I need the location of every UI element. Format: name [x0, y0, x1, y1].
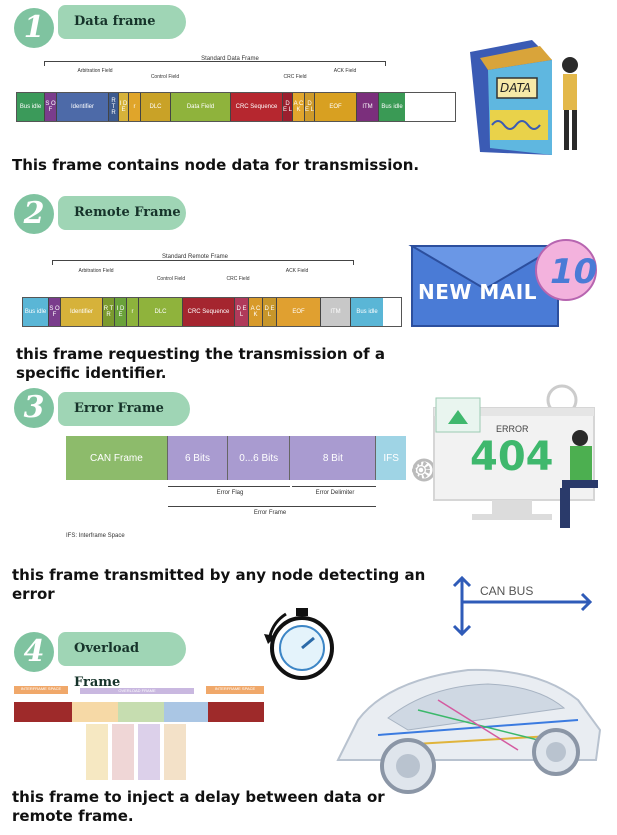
overload-top-bar-left: INTERFRAME SPACE: [14, 686, 68, 694]
remote_frame-segment: DLC: [139, 298, 183, 326]
car-illustration: [336, 668, 602, 794]
remote_frame-segment: D E L: [263, 298, 277, 326]
error-seg-0-6-bits: 0...6 Bits: [228, 436, 291, 480]
data_frame-segment: DLC: [141, 93, 171, 121]
section-title-remote-frame: Remote Frame: [58, 196, 186, 230]
overload-seg-2: [72, 702, 118, 722]
data_frame-segment: S O F: [45, 93, 57, 121]
section-number-4: 4: [14, 632, 54, 672]
error-seg-8-bit: 8 Bit: [290, 436, 377, 480]
can-bus-arrows: [452, 575, 593, 637]
section-title-overload-frame: Overload Frame: [58, 632, 186, 690]
data_frame-segment: Data Field: [171, 93, 231, 121]
remote-frame-group-arbitration: Arbitration Field: [78, 268, 114, 274]
overload-seg-1: [14, 702, 72, 722]
remote-frame-group-control: Control Field: [156, 276, 186, 282]
data-frame-header-bracket: [44, 61, 386, 66]
data_frame-segment: I D E: [119, 93, 129, 121]
data_frame-segment: Bus idle: [17, 93, 45, 121]
error-frame-diagram: CAN Frame 6 Bits 0...6 Bits 8 Bit IFS: [66, 436, 406, 480]
data_frame-segment: EOF: [315, 93, 357, 121]
data_frame-segment: CRC Sequence: [231, 93, 283, 121]
error-word: ERROR: [496, 424, 529, 434]
overload-sub-col-4: [164, 724, 186, 780]
data_frame-segment: A C K: [293, 93, 305, 121]
remote-frame-group-ack: ACK Field: [285, 268, 309, 274]
error-seg-can-frame: CAN Frame: [66, 436, 168, 480]
book-illustration: [470, 40, 578, 155]
remote_frame-segment: Identifier: [61, 298, 103, 326]
section-number-3: 3: [14, 388, 54, 428]
section-title-error-frame: Error Frame: [58, 392, 190, 426]
remote_frame-segment: I D E: [115, 298, 127, 326]
section-number-2: 2: [14, 194, 54, 234]
mail-illustration: [408, 239, 597, 327]
error-code: 404: [470, 434, 554, 480]
stopwatch-icon: [264, 608, 334, 680]
remote_frame-segment: S O F: [49, 298, 61, 326]
mail-badge: 10: [550, 252, 598, 292]
error-delimiter-arrow: [292, 486, 376, 487]
section-caption-overload-frame: this frame to inject a delay between dat…: [12, 788, 385, 825]
remote-frame-group-crc: CRC Field: [226, 276, 250, 282]
remote_frame-segment: Bus idle: [351, 298, 383, 326]
remote_frame-segment: R T R: [103, 298, 115, 326]
data-frame-header: Standard Data Frame: [201, 56, 259, 62]
error-seg-6-bits: 6 Bits: [167, 436, 229, 480]
data-frame-group-crc: CRC Field: [283, 74, 307, 80]
data_frame-segment: r: [129, 93, 141, 121]
overload-main-row: [14, 702, 264, 722]
data_frame-segment: D E L: [305, 93, 315, 121]
mail-text: NEW MAIL: [418, 280, 537, 304]
data_frame-segment: Bus idle: [379, 93, 405, 121]
remote-frame-header: Standard Remote Frame: [161, 254, 229, 260]
error-seg-ifs: IFS: [376, 436, 406, 480]
remote_frame-segment: D E L: [235, 298, 249, 326]
overload-top-bar-mid: OVERLOAD FRAME: [80, 688, 194, 694]
section-caption-data-frame: This frame contains node data for transm…: [12, 156, 420, 174]
data_frame-segment: R T R: [109, 93, 119, 121]
error-frame-arrow: [168, 506, 376, 507]
data-frame-group-control: Control Field: [150, 74, 180, 80]
gear-icon: [412, 461, 430, 479]
error-delimiter-label: Error Delimiter: [315, 490, 355, 496]
section-caption-error-frame: this frame transmitted by any node detec…: [12, 566, 426, 603]
section-caption-remote-frame: this frame requesting the transmission o…: [16, 345, 385, 382]
remote_frame-segment: A C K: [249, 298, 263, 326]
overload-sub-col-2: [112, 724, 134, 780]
error-frame-label: Error Frame: [253, 510, 287, 516]
overload-seg-5: [208, 702, 264, 722]
error-flag-label: Error Flag: [216, 490, 244, 496]
remote_frame-segment: ITM: [321, 298, 351, 326]
remote_frame-segment: Bus idle: [23, 298, 49, 326]
overload-sub-col-3: [138, 724, 160, 780]
book-label: DATA: [500, 81, 532, 95]
error-flag-arrow: [168, 486, 290, 487]
remote-frame-header-bracket: [52, 260, 354, 265]
remote_frame-segment: EOF: [277, 298, 321, 326]
ifs-footnote: IFS: Interframe Space: [66, 533, 125, 539]
overload-seg-3: [118, 702, 164, 722]
overload-top-bar-right: INTERFRAME SPACE: [206, 686, 264, 694]
section-title-data-frame: Data frame: [58, 5, 186, 39]
overload-sub-col-1: [86, 724, 108, 780]
data_frame-segment: Identifier: [57, 93, 109, 121]
data-frame-group-arbitration: Arbitration Field: [77, 68, 113, 74]
remote_frame-segment: r: [127, 298, 139, 326]
data_frame-segment: ITM: [357, 93, 379, 121]
can-bus-label: CAN BUS: [480, 584, 534, 598]
data_frame-segment: D E L: [283, 93, 293, 121]
section-number-1: 1: [14, 8, 54, 48]
error-404-illustration: [412, 384, 598, 528]
data-frame-group-ack: ACK Field: [333, 68, 357, 74]
remote_frame-segment: CRC Sequence: [183, 298, 235, 326]
overload-seg-4: [164, 702, 208, 722]
